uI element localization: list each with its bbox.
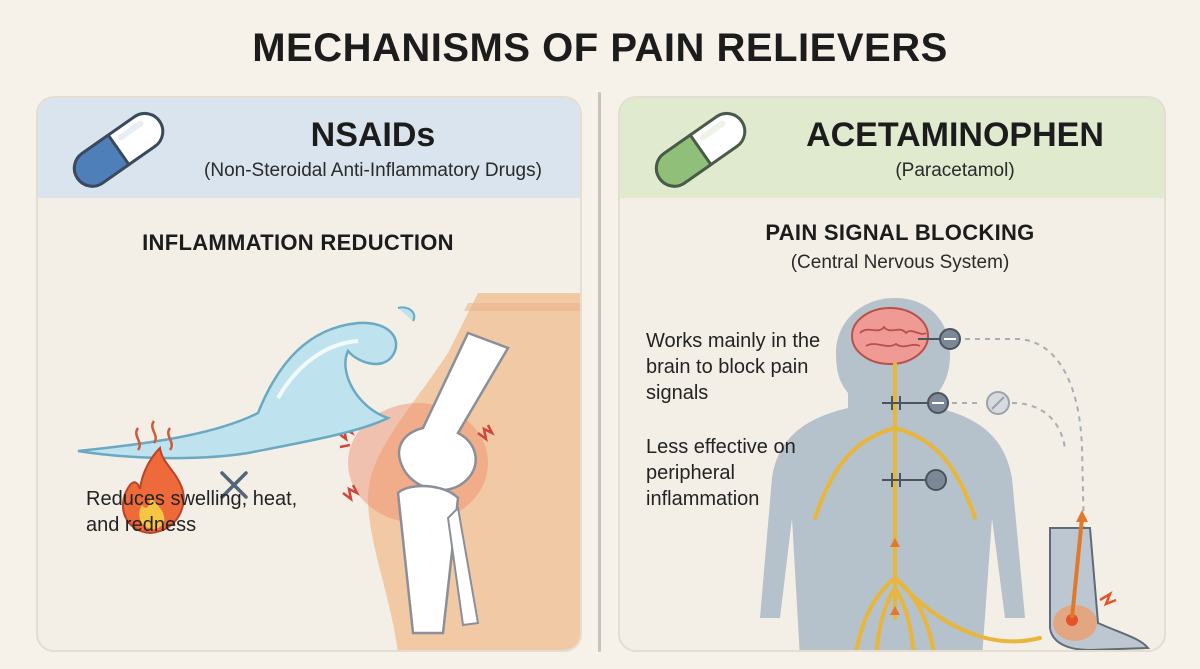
acetaminophen-full-name: (Paracetamol) <box>895 160 1015 181</box>
block-marker-brain-icon <box>918 328 961 350</box>
pain-signal-blocking-heading: PAIN SIGNAL BLOCKING <box>765 220 1035 245</box>
nsaids-description: Reduces swelling, heat, and redness <box>86 488 298 536</box>
foot-icon <box>1049 510 1151 650</box>
nervous-system-illustration <box>760 298 1151 650</box>
cross-icon <box>220 471 248 499</box>
block-marker-spine-icon <box>882 392 949 414</box>
brain-blocking-description: Works mainly in the brain to block pain … <box>646 330 821 404</box>
nsaids-panel: NSAIDs (Non-Steroidal Anti-Inflammatory … <box>36 96 582 652</box>
green-pill-icon <box>654 111 747 188</box>
central-nervous-system-label: (Central Nervous System) <box>790 252 1010 273</box>
acetaminophen-panel: ACETAMINOPHEN (Paracetamol) PAIN SIGNAL … <box>618 96 1166 652</box>
peripheral-inflammation-note: Less effective on peripheral inflammatio… <box>646 436 796 510</box>
brain-icon <box>851 307 929 365</box>
inflammation-illustration <box>77 293 580 650</box>
tibia-bone <box>396 484 460 635</box>
block-marker-cord-icon <box>882 469 947 491</box>
dashed-signal-path <box>952 338 1086 579</box>
spinal-cord <box>813 362 1042 650</box>
inflammation-reduction-heading: INFLAMMATION REDUCTION <box>142 230 454 255</box>
acetaminophen-title: ACETAMINOPHEN <box>806 116 1104 154</box>
blue-pill-icon <box>72 111 165 188</box>
signal-arrow-icon <box>890 538 900 615</box>
nsaids-full-name: (Non-Steroidal Anti-Inflammatory Drugs) <box>204 160 542 181</box>
fire-icon <box>122 445 185 535</box>
nsaids-title: NSAIDs <box>310 116 436 154</box>
blocked-signal-icon <box>986 391 1010 415</box>
heat-waves-icon <box>135 420 173 451</box>
page-title: MECHANISMS OF PAIN RELIEVERS <box>252 26 948 70</box>
center-divider <box>598 92 601 652</box>
